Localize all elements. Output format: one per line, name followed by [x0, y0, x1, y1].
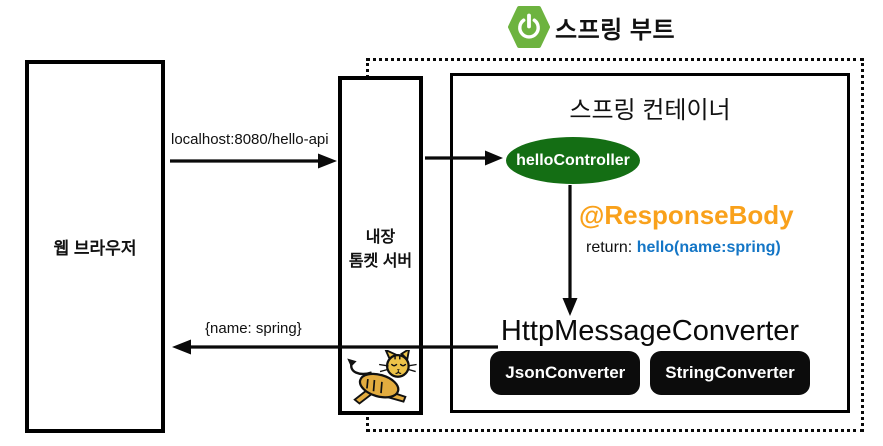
json-converter-chip: JsonConverter	[490, 351, 641, 395]
request-url-label: localhost:8080/hello-api	[171, 131, 329, 148]
return-prefix: return:	[586, 239, 633, 256]
converter-row: JsonConverter StringConverter	[453, 351, 847, 395]
spring-boot-title: 스프링 부트	[555, 16, 676, 44]
tomcat-label-line2: 톰켓 서버	[348, 253, 413, 270]
hello-controller-node: helloController	[506, 137, 640, 184]
spring-boot-logo-icon	[508, 6, 550, 48]
tomcat-server-label: 내장 톰켓 서버	[342, 226, 419, 274]
spring-boot-header: 스프링 부트	[508, 6, 675, 48]
return-value: hello(name:spring)	[636, 239, 781, 256]
string-converter-label: StringConverter	[665, 363, 795, 382]
json-converter-label: JsonConverter	[505, 363, 626, 382]
tomcat-label-line1: 내장	[365, 229, 396, 246]
hello-controller-label: helloController	[516, 151, 630, 169]
response-payload-label: {name: spring}	[205, 320, 302, 337]
http-message-converter-title: HttpMessageConverter	[500, 315, 800, 347]
web-browser-box: 웹 브라우저	[25, 60, 165, 433]
spring-container-box: 스프링 컨테이너 helloController @ResponseBody r…	[450, 73, 850, 413]
spring-container-title: 스프링 컨테이너	[569, 97, 731, 124]
string-converter-chip: StringConverter	[650, 351, 810, 395]
tomcat-server-box: 내장 톰켓 서버	[338, 76, 423, 415]
response-body-annotation: @ResponseBody	[579, 200, 794, 230]
tomcat-logo-icon	[346, 350, 417, 405]
web-browser-label: 웹 브라우저	[53, 239, 137, 258]
return-statement: return: hello(name:spring)	[586, 239, 781, 257]
request-arrow	[170, 153, 337, 169]
